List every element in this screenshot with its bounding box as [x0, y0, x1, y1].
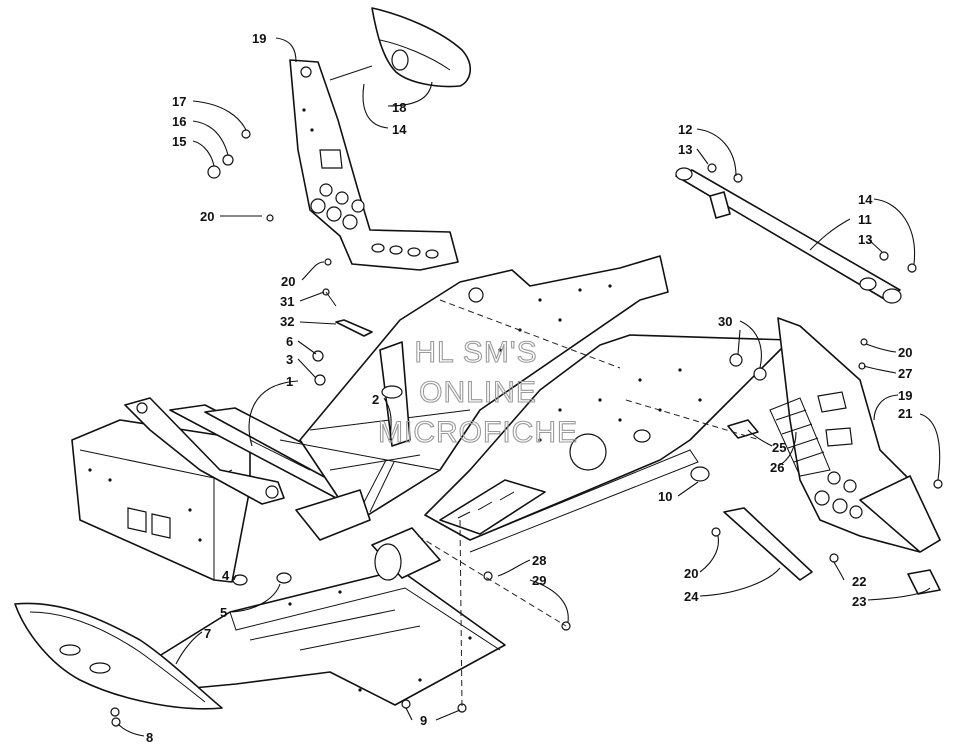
callout-19: 19 [898, 388, 912, 403]
callout-15: 15 [172, 134, 186, 149]
leader-lines [117, 37, 941, 737]
callout-27: 27 [898, 366, 912, 381]
callout-28: 28 [532, 553, 546, 568]
callout-19: 19 [252, 31, 266, 46]
upper-bracket [371, 7, 471, 88]
callout-8: 8 [146, 730, 153, 745]
callout-29: 29 [532, 573, 546, 588]
callout-11: 11 [858, 212, 872, 227]
callout-25: 25 [772, 440, 786, 455]
callout-14: 14 [858, 192, 873, 207]
callout-10: 10 [658, 489, 672, 504]
callout-31: 31 [280, 294, 294, 309]
callout-18: 18 [392, 100, 406, 115]
callout-30: 30 [718, 314, 732, 329]
callout-2: 2 [372, 392, 379, 407]
callout-16: 16 [172, 114, 186, 129]
callout-17: 17 [172, 94, 186, 109]
callout-20: 20 [200, 209, 214, 224]
callout-12: 12 [678, 122, 692, 137]
callout-14: 14 [392, 122, 407, 137]
assembly-lines [417, 299, 761, 709]
callout-24: 24 [684, 589, 699, 604]
callout-6: 6 [286, 334, 293, 349]
small-hardware [111, 65, 943, 727]
callout-20: 20 [898, 345, 912, 360]
svg-text:MICROFICHE: MICROFICHE [378, 416, 578, 449]
callout-13: 13 [678, 142, 692, 157]
callout-9: 9 [420, 713, 427, 728]
left-footrest-panel [289, 59, 459, 271]
cross-shaft [675, 167, 902, 304]
callout-32: 32 [280, 314, 294, 329]
callout-4: 4 [222, 568, 230, 583]
svg-text:ONLINE: ONLINE [419, 376, 537, 409]
watermark: HL SM'S ONLINE MICROFICHE [377, 335, 578, 449]
callout-26: 26 [770, 460, 784, 475]
callout-1: 1 [286, 374, 293, 389]
right-footrest-panel [769, 317, 941, 553]
callout-7: 7 [204, 626, 211, 641]
callout-20: 20 [281, 274, 295, 289]
callout-5: 5 [220, 605, 227, 620]
callout-13: 13 [858, 232, 872, 247]
callout-20: 20 [684, 566, 698, 581]
callout-22: 22 [852, 574, 866, 589]
front-nose-pan [14, 602, 223, 717]
callout-21: 21 [898, 406, 912, 421]
callout-23: 23 [852, 594, 866, 609]
callout-labels: 19 18 14 17 16 15 20 20 31 32 6 3 1 2 4 … [146, 31, 912, 745]
svg-text:HL SM'S: HL SM'S [414, 336, 537, 369]
chassis-tunnel [71, 255, 791, 583]
callout-3: 3 [286, 352, 293, 367]
